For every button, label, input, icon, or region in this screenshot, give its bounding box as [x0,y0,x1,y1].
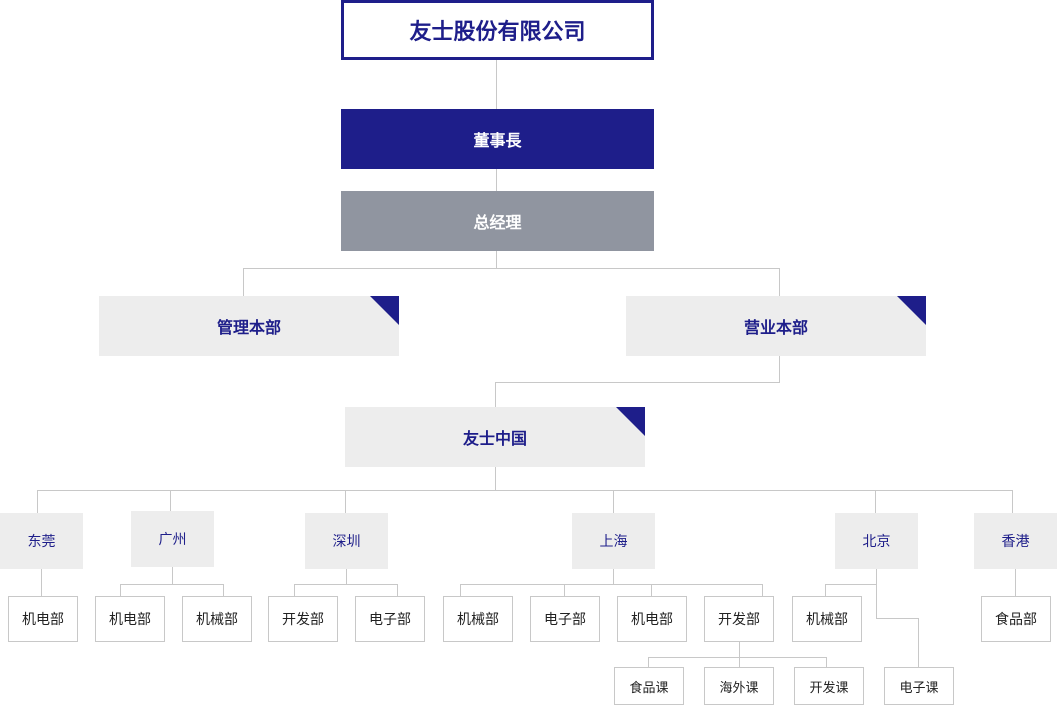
dept-shanghai-development: 开发部 [704,596,774,642]
corner-triangle-icon [897,296,926,325]
connector-line [460,584,763,585]
section-shanghai-development: 开发课 [794,667,864,705]
sales-hq-label: 营业本部 [743,318,808,337]
general-manager-box: 总经理 [341,191,654,251]
connector-line [37,490,38,513]
section-beijing-electronics: 电子课 [884,667,954,705]
connector-line [876,618,919,619]
corner-triangle-icon [616,407,645,436]
connector-line [496,169,497,191]
china-branch-box: 友士中国 [345,407,645,467]
connector-line [460,584,461,596]
region-guangzhou: 广州 [131,511,214,567]
connector-line [876,569,877,618]
dept-guangzhou-machinery: 机械部 [182,596,252,642]
management-hq-label: 管理本部 [216,318,281,337]
region-dongguan: 东莞 [0,513,83,569]
connector-line [397,584,398,596]
connector-line [495,382,780,383]
sales-hq-box: 营业本部 [626,296,926,356]
dept-shenzhen-development: 开发部 [268,596,338,642]
connector-line [345,490,346,513]
china-branch-label: 友士中国 [462,429,527,448]
connector-line [739,657,740,667]
connector-line [120,584,121,596]
section-shanghai-food: 食品课 [614,667,684,705]
connector-line [648,657,649,667]
connector-line [170,490,171,511]
connector-line [243,268,780,269]
connector-line [875,490,876,513]
connector-line [41,569,42,596]
company-name: 友士股份有限公司 [341,0,654,60]
connector-line [739,642,740,657]
connector-line [1012,490,1013,513]
dept-dongguan-electromechanical: 机电部 [8,596,78,642]
connector-line [825,584,826,596]
connector-line [648,657,827,658]
connector-line [294,584,295,596]
connector-line [37,490,1013,491]
connector-line [243,268,244,296]
dept-hongkong-food: 食品部 [981,596,1051,642]
connector-line [120,584,224,585]
connector-line [564,584,565,596]
dept-shenzhen-electronics: 电子部 [355,596,425,642]
dept-guangzhou-electromechanical: 机电部 [95,596,165,642]
connector-line [825,584,876,585]
dept-shanghai-electronics: 电子部 [530,596,600,642]
chairman-box: 董事長 [341,109,654,169]
connector-line [779,356,780,382]
connector-line [346,569,347,584]
connector-line [779,268,780,296]
region-shanghai: 上海 [572,513,655,569]
dept-beijing-machinery: 机械部 [792,596,862,642]
connector-line [918,618,919,667]
section-shanghai-overseas: 海外课 [704,667,774,705]
corner-triangle-icon [370,296,399,325]
region-beijing: 北京 [835,513,918,569]
connector-line [495,382,496,407]
connector-line [613,490,614,513]
connector-line [496,251,497,268]
connector-line [762,584,763,596]
region-hongkong: 香港 [974,513,1057,569]
connector-line [826,657,827,667]
dept-shanghai-electromechanical: 机电部 [617,596,687,642]
connector-line [496,60,497,109]
region-shenzhen: 深圳 [305,513,388,569]
connector-line [1015,569,1016,596]
dept-shanghai-machinery: 机械部 [443,596,513,642]
connector-line [495,467,496,490]
connector-line [223,584,224,596]
connector-line [294,584,398,585]
connector-line [651,584,652,596]
connector-line [613,569,614,584]
connector-line [172,567,173,584]
management-hq-box: 管理本部 [99,296,399,356]
